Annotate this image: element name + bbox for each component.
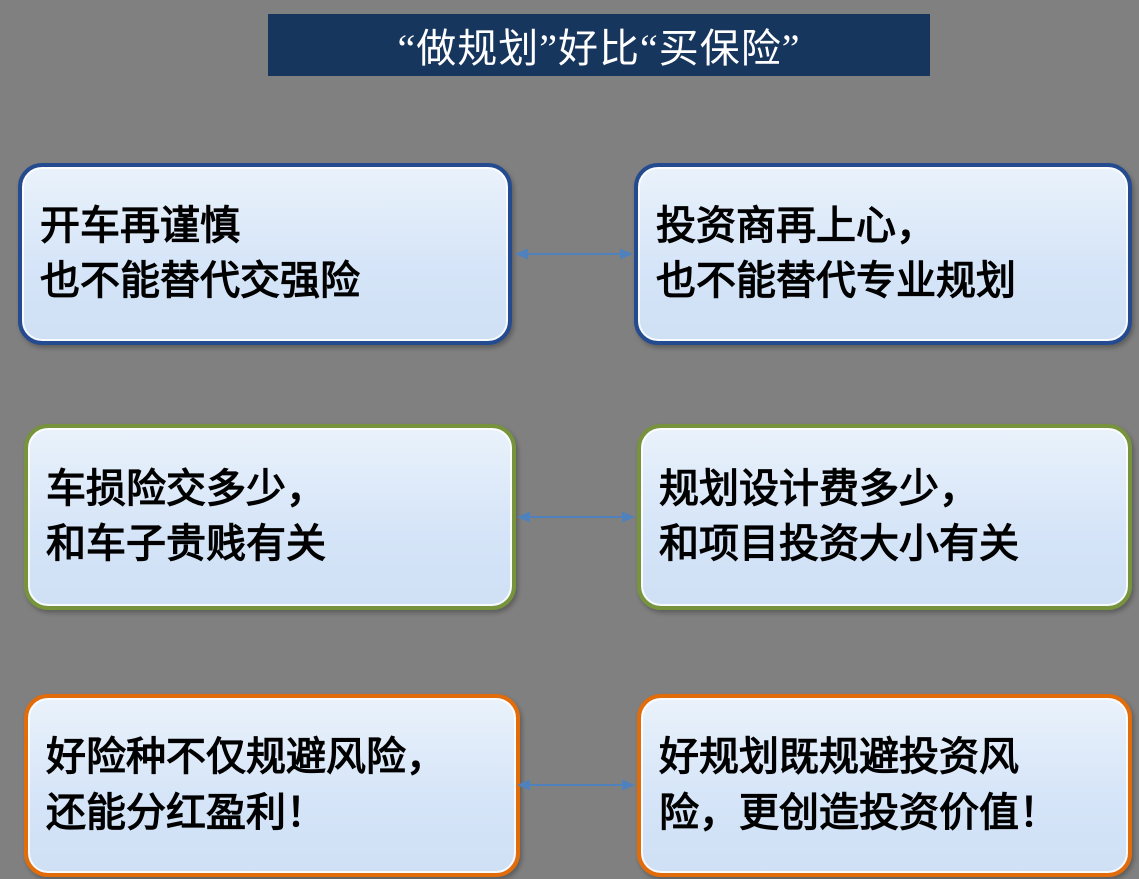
card-text-line: 好险种不仅规避风险， <box>46 735 446 780</box>
card-text-line: 和车子贵贱有关 <box>46 522 326 566</box>
comparison-card-planning-fee: 规划设计费多少， 和项目投资大小有关 <box>637 424 1132 610</box>
card-text-line: 还能分红盈利！ <box>46 790 326 835</box>
comparison-card-good-planning: 好规划既规避投资风 险，更创造投资价值！ <box>637 694 1132 877</box>
card-text-line: 也不能替代专业规划 <box>656 259 1016 303</box>
card-text-line: 开车再谨慎 <box>40 203 240 248</box>
slide-title: “做规划”好比“买保险” <box>268 14 930 76</box>
card-text-line: 也不能替代交强险 <box>40 259 360 303</box>
comparison-card-investor: 投资商再上心， 也不能替代专业规划 <box>634 163 1132 345</box>
card-text-line: 投资商再上心， <box>656 203 936 248</box>
comparison-card-good-insurance: 好险种不仅规避风险， 还能分红盈利！ <box>24 694 520 877</box>
double-arrow-icon <box>515 509 637 525</box>
comparison-card-car-insurance-fee: 车损险交多少， 和车子贵贱有关 <box>24 424 516 610</box>
card-text-line: 车损险交多少， <box>46 466 326 511</box>
card-text-line: 好规划既规避投资风 <box>659 735 1019 780</box>
slide-title-text: “做规划”好比“买保险” <box>397 26 801 71</box>
card-text-line: 险，更创造投资价值！ <box>659 790 1059 835</box>
card-text-line: 和项目投资大小有关 <box>659 522 1019 566</box>
double-arrow-icon <box>515 777 637 793</box>
card-text-line: 规划设计费多少， <box>659 466 979 511</box>
double-arrow-icon <box>513 246 635 262</box>
comparison-card-driving: 开车再谨慎 也不能替代交强险 <box>18 163 512 345</box>
